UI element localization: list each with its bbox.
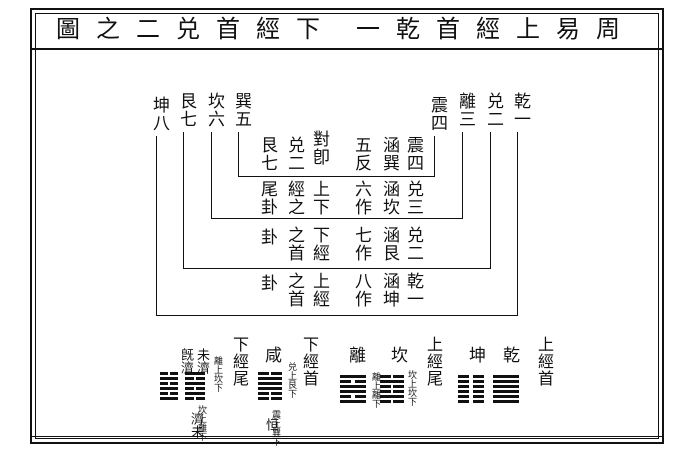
small-left-label: 濟未 [188,412,203,438]
label-li: 離三 [455,92,475,128]
label-zhen: 震四 [427,96,447,132]
row2-left-a: 尾卦 [257,180,277,216]
heng-note: 震上巽下 [270,410,280,446]
row4-mid: 八作 [351,272,371,308]
row2-right-a: 兑三 [403,180,423,216]
row3-right-a: 兑二 [403,226,423,262]
connector-line [183,132,184,268]
label-dui: 兑二 [483,92,503,128]
row1-left-b: 兑二 [284,136,304,172]
connector-line [156,315,518,316]
connector-line [211,218,463,219]
kan-hexagram [380,375,404,405]
connector-line [462,132,463,218]
li-hexagram [340,375,366,405]
row4-left-b: 之首 [284,272,304,308]
weiji-hexagram [185,372,205,402]
xian-label: 咸 [261,346,281,364]
title-char: 經 [476,15,500,43]
jiji-hexagram [160,372,178,402]
page-title: 周 易 上 經 首 乾 一 下 經 首 兑 二 之 圖 [40,12,620,48]
row1-right-b: 涵巽 [379,136,399,172]
weiji-note: 離上坎下 [212,356,222,392]
kan-note: 坎上坎下 [406,370,416,406]
row4-right-b: 涵坤 [379,272,399,308]
heng-label: 恒 [263,418,278,431]
title-char: 圖 [56,15,80,43]
title-char: 首 [216,15,240,43]
connector-line [490,132,491,268]
row3-left-b: 之首 [284,226,304,262]
kun-hexagram [458,375,484,405]
kan-label: 坎 [387,346,407,364]
row2-right-b: 涵坎 [379,180,399,216]
row4-right-a: 乾一 [403,272,423,308]
title-char: 下 [296,15,320,43]
row1-right-a: 震四 [403,136,423,172]
connector-line [211,132,212,218]
shang-jing-shou-label: 上經首 [535,336,554,387]
connector-line [434,136,435,176]
kun-label: 坤 [465,346,485,364]
xia-jing-wei-label: 下經尾 [230,336,249,387]
row1-mid: 五反 [351,136,371,172]
qian-label: 乾 [499,346,519,364]
jiji-label: 旣濟 [178,348,193,374]
row4-left-a: 卦 [257,274,277,292]
title-char: 周 [596,15,620,43]
xian-hexagram [258,372,282,402]
label-gen: 艮七 [176,92,196,128]
row1-left-c: 對卽 [309,130,329,166]
row2-mid: 六作 [351,180,371,216]
page-frame-inner [35,13,659,439]
connector-line [238,176,435,177]
title-rule [30,48,664,50]
connector-line [183,268,491,269]
bottom-rule [30,436,664,437]
row2-left-b: 經之 [284,180,304,216]
label-qian: 乾一 [510,92,530,128]
li-note: 離上離下 [370,372,380,408]
row1-left-a: 艮七 [257,136,277,172]
page-frame [30,8,664,444]
title-char: 兑 [176,15,200,43]
qian-hexagram [493,375,519,405]
row3-mid: 七作 [351,226,371,262]
connector-line [238,132,239,176]
label-kun: 坤八 [149,96,169,132]
connector-line [156,136,157,315]
connector-line [517,132,518,315]
title-char: 上 [516,15,540,43]
title-char: 乾 [396,15,420,43]
title-char: 一 [356,15,380,43]
title-char: 之 [96,15,120,43]
title-char: 經 [256,15,280,43]
row2-left-c: 上下 [309,180,329,216]
xia-jing-shou-label: 下經首 [300,336,319,387]
label-kan: 坎六 [204,92,224,128]
weiji-label: 未濟 [194,348,209,374]
row3-left-a: 卦 [257,228,277,246]
jiji-note: 坎上離下 [196,405,206,441]
row3-right-b: 涵艮 [379,226,399,262]
row3-left-c: 下經 [309,226,329,262]
title-char: 易 [556,15,580,43]
row4-left-c: 上經 [309,272,329,308]
xian-note: 兑上艮下 [286,362,296,398]
shang-jing-wei-label: 上經尾 [424,336,443,387]
title-char: 二 [136,15,160,43]
li-label: 離 [345,346,365,364]
label-xun: 巽五 [231,92,251,128]
title-char: 首 [436,15,460,43]
